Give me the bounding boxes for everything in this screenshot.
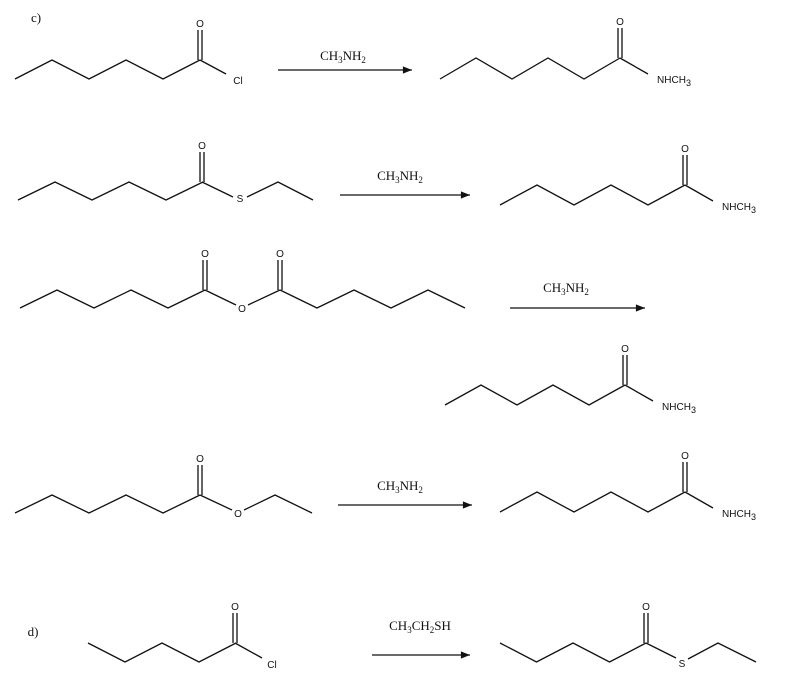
- oxygen-label: O: [198, 141, 206, 152]
- c-n-bond: [619, 57, 649, 75]
- o-c-bond: [247, 289, 281, 306]
- c-cl-bond: [234, 642, 263, 659]
- c-o-bond: [204, 289, 237, 306]
- reagent-label: CH3NH2: [320, 48, 366, 65]
- nhch3-label: NHCH3: [722, 202, 756, 215]
- carbon-chain: [19, 289, 206, 309]
- carbon-chain: [499, 184, 686, 206]
- carbon-chain: [87, 642, 237, 663]
- c-n-bond: [624, 384, 654, 402]
- oxygen-label: O: [231, 602, 239, 613]
- sulfur-label: S: [679, 659, 686, 670]
- bonds: [14, 28, 757, 663]
- oxygen-label: O: [642, 602, 650, 613]
- c-n-bond: [684, 491, 714, 509]
- carbon-chain: [14, 494, 201, 514]
- nhch3-label: NHCH3: [722, 509, 756, 522]
- carbon-chain: [444, 384, 626, 406]
- c-s-bond: [201, 181, 234, 198]
- reagent-label: CH3CH2SH: [389, 618, 451, 635]
- sulfur-label: S: [237, 194, 244, 205]
- oxygen-label: O: [201, 249, 209, 260]
- part-label-d: d): [28, 624, 39, 639]
- oxygen-label: O: [616, 17, 624, 28]
- carbon-chain: [279, 289, 466, 309]
- carbon-chain: [17, 181, 204, 201]
- c-n-bond: [684, 184, 714, 202]
- carbon-chain: [499, 491, 686, 513]
- reagent-label: CH3NH2: [377, 478, 423, 495]
- ethyl-chain: [246, 181, 314, 201]
- nhch3-label: NHCH3: [662, 402, 696, 415]
- reagent-label: CH3NH2: [543, 280, 589, 297]
- c-cl-bond: [199, 59, 227, 75]
- oxygen-label: O: [276, 249, 284, 260]
- oxygen-label: O: [238, 304, 246, 315]
- chlorine-label: Cl: [267, 660, 276, 671]
- carbon-chain: [439, 57, 621, 80]
- part-label-c: c): [31, 10, 41, 25]
- oxygen-label: O: [196, 454, 204, 465]
- oxygen-label: O: [681, 451, 689, 462]
- oxygen-label: O: [621, 344, 629, 355]
- reagent-label: CH3NH2: [377, 168, 423, 185]
- ethyl-chain: [687, 642, 757, 663]
- c-s-bond: [645, 642, 677, 659]
- chlorine-label: Cl: [233, 76, 242, 87]
- carbon-chain: [14, 59, 201, 80]
- carbon-chain: [499, 642, 647, 663]
- oxygen-label: O: [681, 144, 689, 155]
- c-o-bond: [199, 494, 233, 511]
- oxygen-label: O: [196, 19, 204, 30]
- nhch3-label: NHCH3: [657, 75, 691, 88]
- labels: c)d)OClCH3NH2ONHCH3OSCH3NH2ONHCH3OOOCH3N…: [28, 10, 756, 671]
- ethyl-chain: [243, 494, 313, 514]
- oxygen-label: O: [234, 509, 242, 520]
